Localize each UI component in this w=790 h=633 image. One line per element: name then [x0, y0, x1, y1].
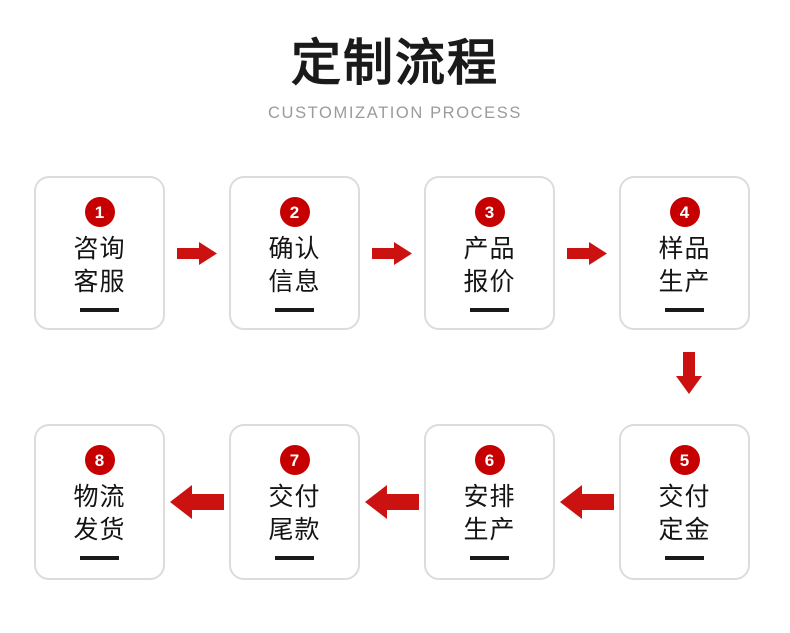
- step-label: 产品 报价: [463, 233, 515, 299]
- step-label: 咨询 客服: [73, 233, 125, 299]
- process-step-2[interactable]: 2 确认 信息: [229, 176, 360, 330]
- process-step-8[interactable]: 8 物流 发货: [34, 424, 165, 580]
- page-subtitle: CUSTOMIZATION PROCESS: [268, 104, 522, 122]
- step-number-badge: 1: [84, 197, 115, 227]
- step-label-line1: 物流: [73, 483, 126, 511]
- step-label: 安排 生产: [463, 481, 515, 547]
- step-label: 确认 信息: [268, 233, 320, 299]
- step-number-badge: 5: [669, 445, 700, 475]
- step-label: 交付 尾款: [268, 481, 320, 547]
- process-row-top: 1 咨询 客服 2 确认 信息 3: [0, 176, 790, 330]
- step-label: 样品 生产: [658, 233, 710, 299]
- arrow-down-icon: [676, 352, 702, 394]
- step-label-line1: 咨询: [73, 235, 126, 263]
- step-number-badge: 3: [474, 197, 505, 227]
- process-step-7[interactable]: 7 交付 尾款: [229, 424, 360, 580]
- step-number-badge: 4: [669, 197, 700, 227]
- step-number-badge: 8: [84, 445, 115, 475]
- step-label-line2: 生产: [463, 516, 516, 544]
- step-label-line1: 交付: [658, 483, 711, 511]
- connector-arrow-3-4: [555, 241, 619, 265]
- step-underline: [80, 308, 119, 312]
- step-label-line1: 样品: [658, 235, 711, 263]
- arrow-left-icon: [560, 485, 614, 519]
- step-label-line2: 报价: [463, 268, 516, 296]
- step-underline: [80, 556, 119, 560]
- step-label-line1: 确认: [268, 235, 321, 263]
- arrow-right-icon: [372, 241, 412, 265]
- connector-arrow-6-7: [360, 485, 424, 519]
- step-underline: [665, 308, 704, 312]
- step-label-line2: 尾款: [268, 516, 321, 544]
- step-underline: [275, 556, 314, 560]
- arrow-right-icon: [567, 241, 607, 265]
- connector-arrow-7-8: [165, 485, 229, 519]
- process-step-1[interactable]: 1 咨询 客服: [34, 176, 165, 330]
- step-underline: [275, 308, 314, 312]
- step-label-line2: 生产: [658, 268, 711, 296]
- step-label-line1: 安排: [463, 483, 516, 511]
- step-label-line1: 交付: [268, 483, 321, 511]
- step-number-badge: 7: [279, 445, 310, 475]
- step-label-line2: 客服: [73, 268, 126, 296]
- step-label: 物流 发货: [73, 481, 125, 547]
- step-number-badge: 6: [474, 445, 505, 475]
- step-label-line2: 定金: [658, 516, 711, 544]
- process-step-3[interactable]: 3 产品 报价: [424, 176, 555, 330]
- step-underline: [665, 556, 704, 560]
- process-step-5[interactable]: 5 交付 定金: [619, 424, 750, 580]
- process-step-4[interactable]: 4 样品 生产: [619, 176, 750, 330]
- connector-arrow-1-2: [165, 241, 229, 265]
- step-label: 交付 定金: [658, 481, 710, 547]
- step-underline: [470, 556, 509, 560]
- process-row-bottom: 8 物流 发货 7 交付 尾款 6: [0, 424, 790, 580]
- step-number-badge: 2: [279, 197, 310, 227]
- page-header: 定制流程 CUSTOMIZATION PROCESS: [0, 0, 790, 123]
- connector-arrow-2-3: [360, 241, 424, 265]
- step-underline: [470, 308, 509, 312]
- process-step-6[interactable]: 6 安排 生产: [424, 424, 555, 580]
- step-label-line1: 产品: [463, 235, 516, 263]
- step-label-line2: 信息: [268, 268, 321, 296]
- arrow-left-icon: [365, 485, 419, 519]
- connector-arrow-5-6: [555, 485, 619, 519]
- page-title: 定制流程: [291, 35, 499, 91]
- arrow-left-icon: [170, 485, 224, 519]
- step-label-line2: 发货: [73, 516, 126, 544]
- arrow-right-icon: [177, 241, 217, 265]
